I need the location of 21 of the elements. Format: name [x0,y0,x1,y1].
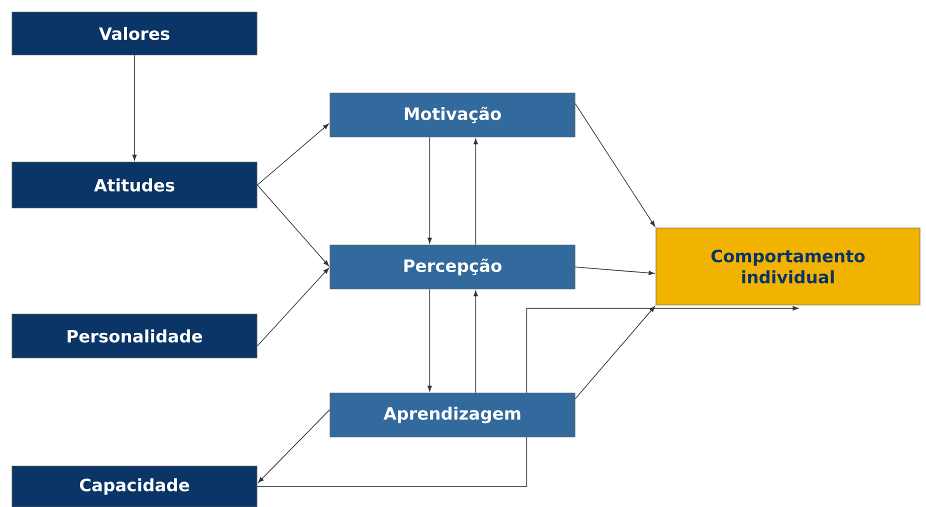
arrow [474,138,478,246]
arrow [256,184,329,266]
process-box: Aprendizagem [330,392,576,438]
arrow [256,268,329,346]
arrow [474,290,478,394]
factor-box: Capacidade [12,466,258,507]
arrow [132,54,137,160]
arrow [427,288,432,392]
arrow [574,306,655,400]
arrow [256,124,329,186]
arrow [526,306,798,394]
factor-box: Valores [12,12,258,56]
arrow [258,409,330,483]
outcome-box: Comportamento individual [656,228,920,306]
arrow [574,103,656,227]
process-box: Percepção [330,244,576,290]
arrow [427,136,432,244]
arrow [574,266,654,276]
factor-box: Personalidade [12,314,258,358]
factor-box: Atitudes [12,162,258,208]
process-box: Motivação [330,92,576,138]
